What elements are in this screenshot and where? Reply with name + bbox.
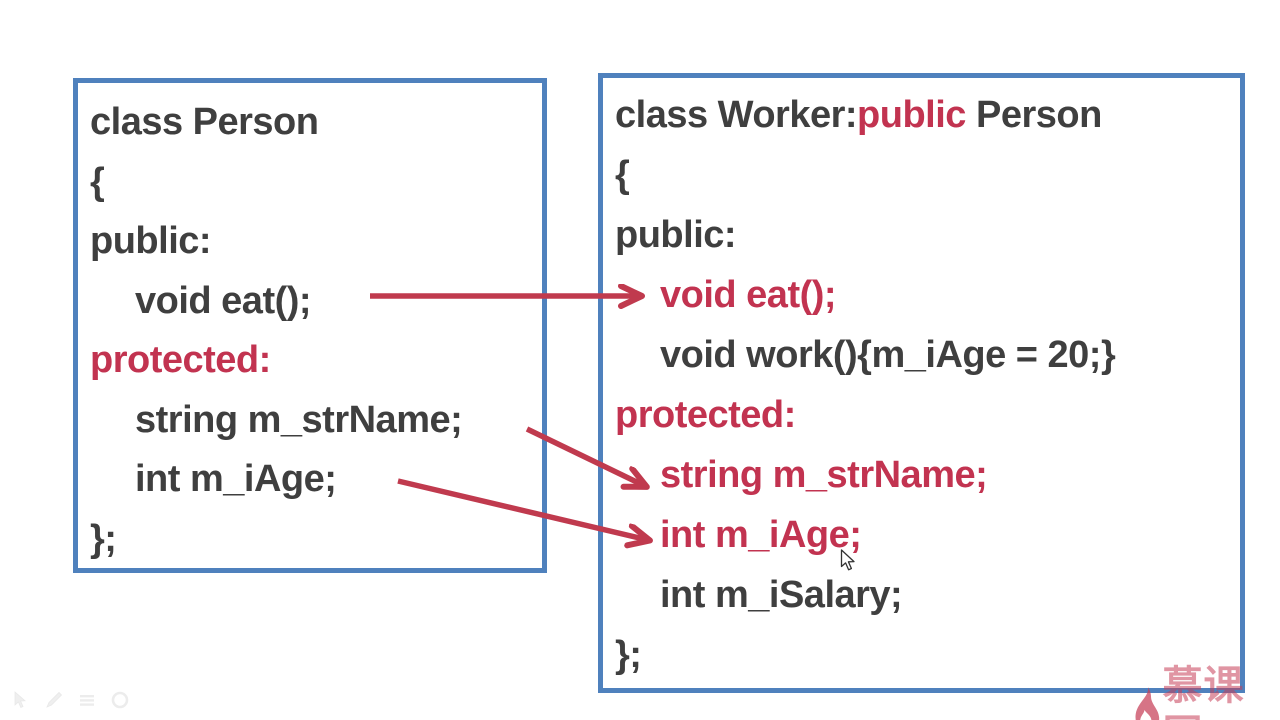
code-segment: { xyxy=(615,154,630,196)
code-segment: int m_iAge; xyxy=(135,458,337,500)
pointer-tool-icon[interactable] xyxy=(10,689,32,711)
code-line: class Person xyxy=(90,93,542,153)
code-segment: string m_strName; xyxy=(135,398,463,441)
code-segment: public: xyxy=(90,220,212,262)
code-segment: string m_strName; xyxy=(660,454,988,496)
code-line: string m_strName; xyxy=(90,391,542,451)
code-segment: Person xyxy=(965,94,1102,136)
code-line: int m_iAge; xyxy=(615,505,1240,565)
code-segment: { xyxy=(90,160,105,203)
code-segment: void eat(); xyxy=(660,274,837,316)
code-segment: protected: xyxy=(90,339,271,381)
code-segment: void eat(); xyxy=(135,279,312,322)
code-segment: class Person xyxy=(90,101,319,143)
code-line: string m_strName; xyxy=(615,445,1240,505)
code-segment: int m_iSalary; xyxy=(660,574,903,616)
code-segment: }; xyxy=(615,634,642,676)
presenter-toolbar xyxy=(10,689,131,711)
code-line: int m_iSalary; xyxy=(615,565,1240,625)
code-segment: int m_iAge; xyxy=(660,514,862,556)
person-class-box: class Person { public: void eat(); protected… xyxy=(73,78,547,573)
worker-class-box: class Worker:public Person { public: void e… xyxy=(598,73,1245,693)
pen-tool-icon[interactable] xyxy=(43,689,65,711)
code-line: int m_iAge; xyxy=(90,450,542,510)
code-line: void work(){m_iAge = 20;} xyxy=(615,325,1240,385)
code-line: { xyxy=(615,145,1240,205)
code-line: protected: xyxy=(615,385,1240,445)
code-line: { xyxy=(90,153,542,213)
code-segment: class Worker: xyxy=(615,94,858,136)
code-line: void eat(); xyxy=(615,265,1240,325)
menu-tool-icon[interactable] xyxy=(76,689,98,711)
code-line: class Worker:public Person xyxy=(615,85,1240,145)
code-line: public: xyxy=(90,212,542,272)
code-line: void eat(); xyxy=(90,272,542,332)
code-segment: void work(){m_iAge = 20;} xyxy=(660,334,1116,376)
code-segment: public xyxy=(857,94,966,136)
code-line: }; xyxy=(90,510,542,570)
code-line: }; xyxy=(615,625,1240,685)
code-segment: }; xyxy=(90,517,117,560)
code-segment: public: xyxy=(615,214,737,256)
code-line: protected: xyxy=(90,331,542,391)
code-segment: protected: xyxy=(615,394,796,436)
code-line: public: xyxy=(615,205,1240,265)
navigation-tool-icon[interactable] xyxy=(109,689,131,711)
